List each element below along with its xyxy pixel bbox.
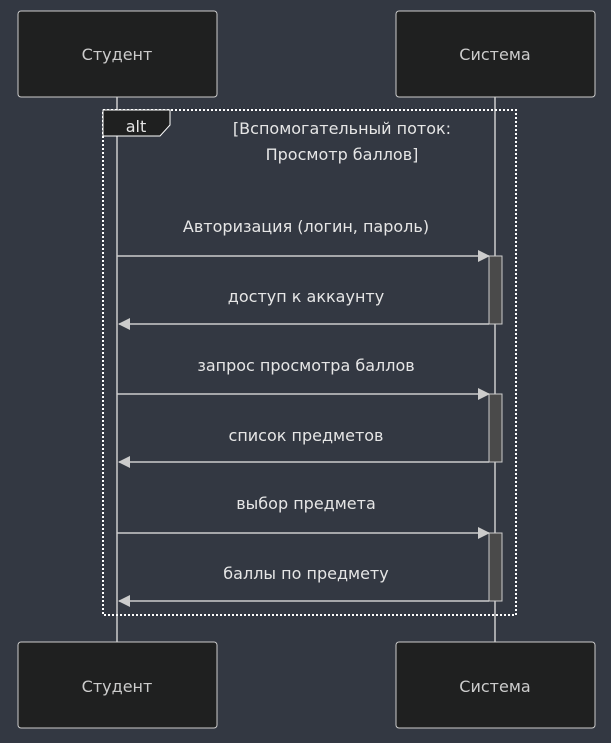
message-5: выбор предмета (117, 494, 490, 539)
activation-bar (488, 255, 503, 325)
message-2: доступ к аккаунту (118, 287, 489, 330)
alt-condition-line2: Просмотр баллов] (266, 145, 419, 164)
message-6: баллы по предмету (118, 564, 489, 607)
actor-system-bottom-label: Система (459, 677, 530, 696)
actor-system-top: Система (395, 10, 596, 98)
alt-fragment-label-box (102, 109, 171, 137)
alt-condition-line1: [Вспомогательный поток: (233, 119, 451, 138)
message-label: баллы по предмету (223, 564, 388, 583)
message-label: доступ к аккаунту (228, 287, 384, 306)
message-label: список предметов (229, 426, 384, 445)
message-4: список предметов (118, 426, 489, 468)
actor-student-bottom: Студент (17, 641, 218, 729)
actor-student-top: Студент (17, 10, 218, 98)
message-label: выбор предмета (236, 494, 376, 513)
actor-system-bottom: Система (395, 641, 596, 729)
activation-bar (488, 532, 503, 602)
alt-fragment-label: alt (126, 117, 147, 136)
alt-fragment-frame (102, 109, 517, 616)
alt-fragment: alt [Вспомогательный поток: Просмотр бал… (102, 109, 517, 616)
message-label: запрос просмотра баллов (197, 356, 414, 375)
actor-system-top-label: Система (459, 45, 530, 64)
message-label: Авторизация (логин, пароль) (183, 217, 429, 236)
actor-student-bottom-label: Студент (82, 677, 153, 696)
activation-bar (488, 393, 503, 463)
message-1: Авторизация (логин, пароль) (117, 217, 490, 262)
message-3: запрос просмотра баллов (117, 356, 490, 400)
actor-student-top-label: Студент (82, 45, 153, 64)
